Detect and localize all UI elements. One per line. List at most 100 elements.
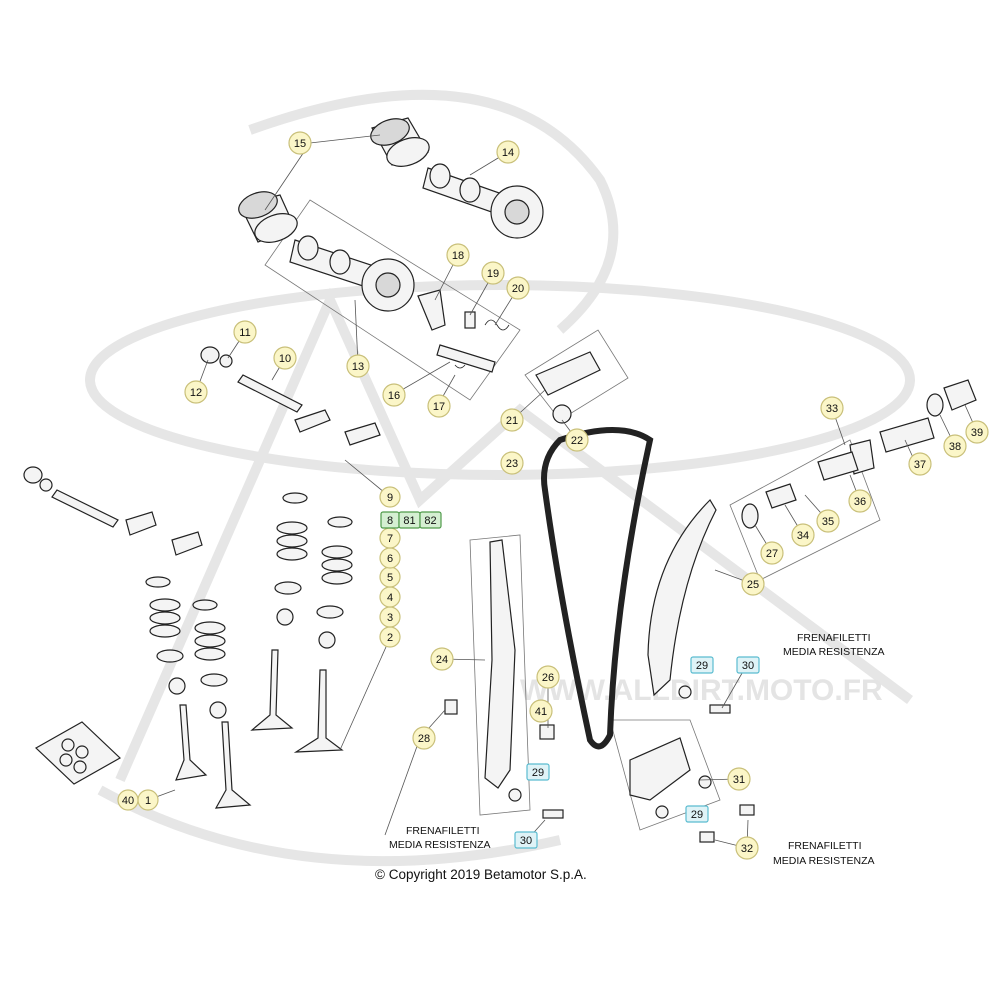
svg-text:4: 4 (387, 592, 393, 604)
svg-text:34: 34 (797, 530, 809, 542)
camshaft-exhaust (422, 163, 544, 239)
svg-text:32: 32 (741, 843, 753, 855)
svg-text:5: 5 (387, 572, 393, 584)
svg-text:82: 82 (424, 515, 436, 527)
svg-text:23: 23 (506, 458, 518, 470)
camshaft-intake (289, 235, 415, 312)
tensioner-pad (535, 351, 601, 424)
callouts: 1 40 2 3 4 5 6 7 9 10 11 12 13 14 15 16 … (117, 131, 989, 860)
callout-1[interactable]: 1 (137, 789, 159, 811)
callout-3[interactable]: 3 (379, 606, 401, 628)
green-callouts: 8 81 82 (380, 511, 442, 529)
svg-text:30: 30 (520, 835, 532, 847)
callout-23[interactable]: 23 (500, 451, 524, 475)
svg-text:13: 13 (352, 361, 364, 373)
svg-text:MEDIA RESISTENZA: MEDIA RESISTENZA (773, 855, 875, 867)
rocker-shaft (23, 346, 303, 528)
callout-36[interactable]: 36 (848, 489, 872, 513)
callout-16[interactable]: 16 (382, 383, 406, 407)
callout-10[interactable]: 10 (273, 346, 297, 370)
svg-text:24: 24 (436, 654, 448, 666)
svg-text:3: 3 (387, 612, 393, 624)
callout-6[interactable]: 6 (379, 547, 401, 569)
svg-text:FRENAFILETTI: FRENAFILETTI (788, 840, 862, 852)
svg-text:MEDIA RESISTENZA: MEDIA RESISTENZA (389, 839, 491, 851)
callout-7[interactable]: 7 (379, 527, 401, 549)
svg-text:22: 22 (571, 435, 583, 447)
svg-text:38: 38 (949, 441, 961, 453)
valves (175, 649, 344, 809)
callout-32[interactable]: 32 (735, 836, 759, 860)
callout-22[interactable]: 22 (565, 428, 589, 452)
callout-17[interactable]: 17 (427, 394, 451, 418)
svg-text:9: 9 (387, 492, 393, 504)
camshaft-bearing-lower (238, 191, 298, 243)
valve-spring-stack-right-2 (316, 516, 353, 649)
callout-33[interactable]: 33 (820, 396, 844, 420)
svg-text:15: 15 (294, 138, 306, 150)
svg-text:25: 25 (747, 579, 759, 591)
callout-5[interactable]: 5 (379, 566, 401, 588)
svg-text:21: 21 (506, 415, 518, 427)
callout-34[interactable]: 34 (791, 523, 815, 547)
callout-28[interactable]: 28 (412, 726, 436, 750)
callout-30-tensioner-guide[interactable]: 30 (736, 656, 760, 674)
svg-text:26: 26 (542, 672, 554, 684)
callout-29-tensioner-guide[interactable]: 29 (690, 656, 714, 674)
callout-15[interactable]: 15 (288, 131, 312, 155)
callout-19[interactable]: 19 (481, 261, 505, 285)
svg-text:40: 40 (122, 795, 134, 807)
svg-text:29: 29 (691, 809, 703, 821)
svg-text:33: 33 (826, 403, 838, 415)
valve-spring-stack-left-1 (145, 576, 186, 695)
svg-text:37: 37 (914, 459, 926, 471)
callout-21[interactable]: 21 (500, 408, 524, 432)
callout-35[interactable]: 35 (816, 509, 840, 533)
callout-24[interactable]: 24 (430, 647, 454, 671)
callout-4[interactable]: 4 (379, 586, 401, 608)
callout-25[interactable]: 25 (741, 572, 765, 596)
tensioner-assembly (741, 379, 977, 529)
svg-text:14: 14 (502, 147, 514, 159)
threadlocker-note-top-right: FRENAFILETTI MEDIA RESISTENZA (783, 632, 885, 658)
callout-12[interactable]: 12 (184, 380, 208, 404)
timing-chain (541, 427, 654, 750)
callout-9[interactable]: 9 (379, 486, 401, 508)
callout-82[interactable]: 82 (419, 511, 442, 529)
callout-11[interactable]: 11 (233, 320, 257, 344)
callout-14[interactable]: 14 (496, 140, 520, 164)
callout-13[interactable]: 13 (346, 354, 370, 378)
svg-text:41: 41 (535, 706, 547, 718)
callout-29-bracket[interactable]: 29 (685, 805, 709, 823)
callout-30-fixed-guide[interactable]: 30 (514, 831, 538, 849)
shim-kit (34, 721, 122, 785)
callout-20[interactable]: 20 (506, 276, 530, 300)
blue-callouts: 29 30 29 30 29 (514, 656, 760, 849)
callout-37[interactable]: 37 (908, 452, 932, 476)
svg-text:27: 27 (766, 548, 778, 560)
svg-text:31: 31 (733, 774, 745, 786)
valve-spring-stack-right-1 (274, 492, 308, 626)
svg-text:39: 39 (971, 427, 983, 439)
callout-18[interactable]: 18 (446, 243, 470, 267)
chain-guide-fixed (484, 539, 516, 789)
svg-text:12: 12 (190, 387, 202, 399)
callout-41[interactable]: 41 (529, 699, 553, 723)
copyright-text: © Copyright 2019 Betamotor S.p.A. (375, 867, 587, 882)
svg-text:36: 36 (854, 496, 866, 508)
callout-27[interactable]: 27 (760, 541, 784, 565)
svg-text:7: 7 (387, 533, 393, 545)
callout-2[interactable]: 2 (379, 626, 401, 648)
svg-text:29: 29 (696, 660, 708, 672)
callout-8[interactable]: 8 (380, 511, 400, 529)
callout-81[interactable]: 81 (398, 511, 421, 529)
callout-29-fixed-guide[interactable]: 29 (526, 763, 550, 781)
callout-38[interactable]: 38 (943, 434, 967, 458)
callout-40[interactable]: 40 (117, 789, 139, 811)
callout-31[interactable]: 31 (727, 767, 751, 791)
svg-text:18: 18 (452, 250, 464, 262)
callout-39[interactable]: 39 (965, 420, 989, 444)
svg-text:6: 6 (387, 553, 393, 565)
callout-26[interactable]: 26 (536, 665, 560, 689)
